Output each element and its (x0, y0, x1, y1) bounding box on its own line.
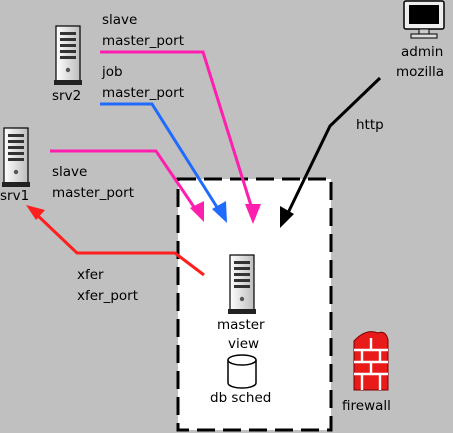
srv2-job-link-label: job (101, 64, 123, 80)
admin-monitor-icon (403, 0, 445, 39)
srv2-slave-link (100, 50, 261, 224)
srv1-slave-link (50, 149, 204, 222)
srv1-label: srv1 (0, 188, 29, 204)
srv1-slave-link-label: slave (52, 164, 87, 180)
srv2-label: srv2 (52, 88, 81, 104)
db-label: db sched (210, 390, 271, 406)
master-server-icon (227, 254, 257, 315)
database-icon (227, 354, 257, 389)
srv1-slave-port-label: master_port (52, 185, 134, 201)
xfer-link-label: xfer (77, 267, 104, 283)
srv2-server-icon (53, 25, 83, 86)
srv2-job-port-label: master_port (102, 85, 184, 101)
xfer-link (26, 205, 205, 277)
admin-client-label: mozilla (396, 64, 444, 80)
srv2-slave-port-label: master_port (102, 33, 184, 49)
xfer-port-label: xfer_port (77, 288, 138, 304)
srv2-slave-link-label: slave (102, 12, 137, 28)
srv2-job-link (100, 102, 227, 223)
admin-label: admin (401, 44, 443, 60)
http-link (280, 76, 382, 228)
http-link-label: http (356, 117, 384, 133)
master-label: master (217, 317, 265, 333)
firewall-icon (353, 331, 389, 391)
view-label: view (228, 336, 259, 352)
srv1-server-icon (1, 127, 31, 188)
firewall-label: firewall (342, 398, 391, 414)
